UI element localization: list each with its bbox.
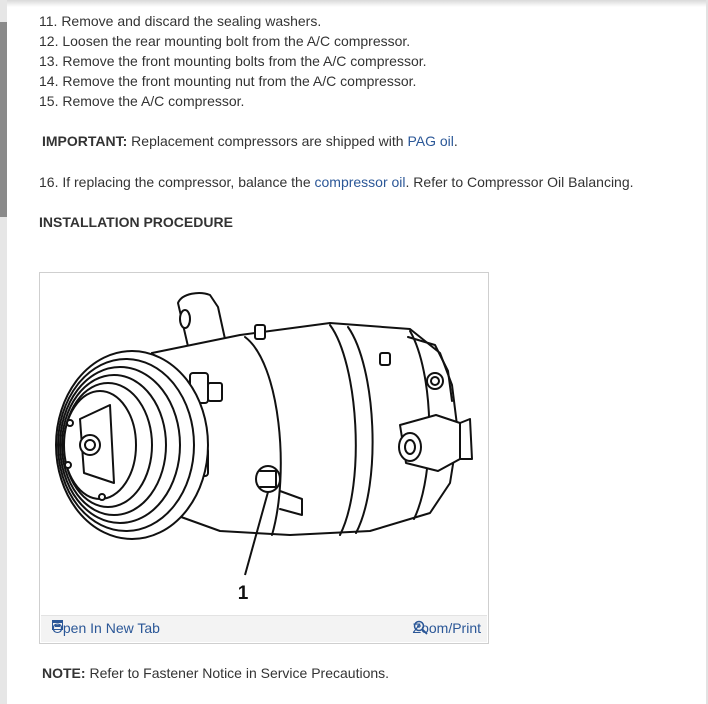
step-15: 15. Remove the A/C compressor.: [39, 93, 245, 109]
step-14: 14. Remove the front mounting nut from t…: [39, 73, 417, 89]
important-text: Replacement compressors are shipped with: [127, 133, 408, 149]
left-scrollbar[interactable]: [0, 0, 7, 704]
scrollbar-thumb[interactable]: [0, 22, 7, 217]
step-13: 13. Remove the front mounting bolts from…: [39, 53, 427, 69]
zoom-icon: [413, 620, 428, 635]
step-11: 11. Remove and discard the sealing washe…: [39, 13, 322, 29]
figure-toolbar: Open In New Tab Zoom/Print: [41, 615, 487, 642]
right-border: [706, 0, 708, 704]
important-label: IMPORTANT:: [42, 133, 128, 149]
step-12: 12. Loosen the rear mounting bolt from t…: [39, 33, 411, 49]
compressor-oil-link[interactable]: compressor oil: [314, 174, 406, 190]
pag-oil-link[interactable]: PAG oil: [407, 133, 454, 149]
note-label: NOTE:: [42, 665, 86, 681]
open-in-new-tab-button[interactable]: Open In New Tab: [52, 620, 160, 636]
important-end: .: [453, 133, 458, 149]
step16-text: 16. If replacing the compressor, balance…: [39, 174, 315, 190]
step-16: 16. If replacing the compressor, balance…: [39, 172, 634, 192]
installation-heading: INSTALLATION PROCEDURE: [39, 214, 233, 230]
important-notice: IMPORTANT: Replacement compressors are s…: [42, 131, 458, 151]
new-tab-icon: [52, 620, 63, 630]
zoom-print-button[interactable]: Zoom/Print: [413, 620, 481, 636]
step16-end: . Refer to Compressor Oil Balancing.: [405, 174, 634, 190]
compressor-figure: 1 Open In New Tab Zoom/Print: [39, 272, 489, 644]
callout-number: 1: [238, 583, 249, 604]
compressor-illustration: 1: [55, 292, 473, 604]
note-text: Refer to Fastener Notice in Service Prec…: [85, 665, 390, 681]
top-shadow: [7, 0, 706, 7]
zoom-print-label: Zoom/Print: [412, 620, 481, 636]
fastener-note: NOTE: Refer to Fastener Notice in Servic…: [42, 663, 389, 683]
open-in-new-tab-label: Open In New Tab: [52, 620, 160, 636]
